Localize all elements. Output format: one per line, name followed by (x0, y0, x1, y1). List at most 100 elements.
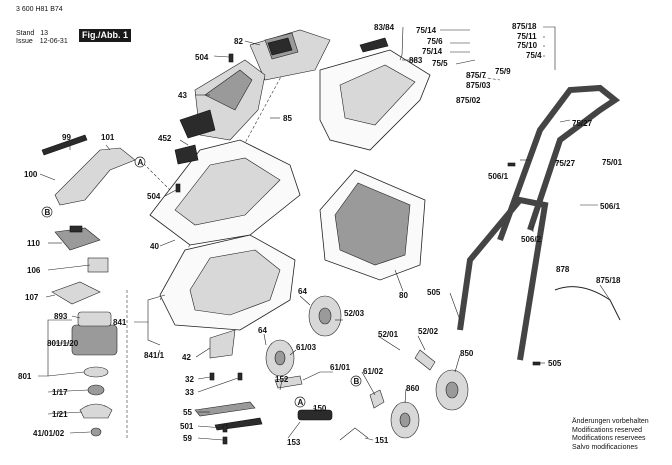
label-33: 33 (185, 388, 194, 397)
part-labels: 82 504 43 85 452 504 40 83/84 883 80 75/… (18, 22, 623, 447)
label-504b: 504 (147, 192, 161, 201)
label-875-18a: 875/18 (512, 22, 537, 31)
label-75-10: 75/10 (517, 41, 538, 50)
label-841-1: 841/1 (144, 351, 165, 360)
note-fr: Modifications reservees (572, 435, 646, 443)
label-75-27a: 75/27 (572, 119, 593, 128)
label-61-01: 61/01 (330, 363, 351, 372)
marker-a2-label: A (298, 398, 304, 407)
marker-a (134, 156, 146, 168)
part-lid (249, 29, 331, 81)
label-151: 151 (375, 436, 389, 445)
label-801-1-20: 801/1/20 (47, 339, 79, 348)
reference-markers: A B A B (41, 156, 362, 408)
label-61-03: 61/03 (296, 343, 317, 352)
label-860: 860 (406, 384, 420, 393)
marker-b (41, 206, 53, 218)
label-52-01: 52/01 (378, 330, 399, 339)
label-55: 55 (183, 408, 192, 417)
label-75-5: 75/5 (432, 59, 448, 68)
marker-b2-label: B (354, 377, 360, 386)
part-handle (457, 84, 621, 361)
label-107: 107 (25, 293, 39, 302)
label-99: 99 (62, 133, 71, 142)
label-878: 878 (556, 265, 570, 274)
label-501: 501 (180, 422, 194, 431)
label-75-6: 75/6 (427, 37, 443, 46)
label-452: 452 (158, 134, 172, 143)
label-101: 101 (101, 133, 115, 142)
part-wheels (265, 295, 469, 439)
part-grassbox-lid (319, 37, 431, 151)
label-75-14b: 75/14 (422, 47, 443, 56)
label-43: 43 (178, 91, 187, 100)
figure-badge: Fig./Abb. 1 (79, 29, 131, 42)
label-1-17: 1/17 (52, 388, 68, 397)
label-850: 850 (460, 349, 474, 358)
label-506-2: 506/2 (521, 235, 542, 244)
part-blade-and-springs (194, 329, 436, 441)
issue-value: 12-06-31 (39, 38, 68, 45)
label-80: 80 (399, 291, 408, 300)
label-75-9: 75/9 (495, 67, 511, 76)
label-505b: 505 (548, 359, 562, 368)
stand-label: Stand (16, 30, 35, 37)
part-screws (175, 53, 541, 445)
label-153: 153 (287, 438, 301, 447)
label-41-01-02: 41/01/02 (33, 429, 65, 438)
label-152: 152 (275, 375, 289, 384)
label-42: 42 (182, 353, 191, 362)
label-83-84: 83/84 (374, 23, 395, 32)
label-32: 32 (185, 375, 194, 384)
label-506-1a: 506/1 (488, 172, 509, 181)
label-52-03: 52/03 (344, 309, 365, 318)
header-block: 3 600 H81 B74 (16, 5, 63, 14)
label-59: 59 (183, 434, 192, 443)
marker-a-2 (294, 396, 306, 408)
label-75-27b: 75/27 (555, 159, 576, 168)
label-110: 110 (27, 239, 40, 248)
label-64b: 64 (258, 326, 267, 335)
label-40: 40 (150, 242, 159, 251)
label-75-01: 75/01 (602, 158, 623, 167)
label-801: 801 (18, 372, 32, 381)
label-505a: 505 (427, 288, 441, 297)
part-number: 3 600 H81 B74 (16, 6, 63, 13)
note-de: Änderungen vorbehalten (572, 418, 649, 425)
label-150: 150 (313, 404, 327, 413)
part-motor-stack (71, 311, 118, 437)
issue-label: Issue (16, 38, 33, 45)
label-875-02: 875/02 (456, 96, 481, 105)
part-upper-housing (149, 139, 301, 246)
label-100: 100 (24, 170, 38, 179)
label-52-02: 52/02 (418, 327, 439, 336)
label-75-11: 75/11 (517, 32, 537, 41)
stand-value: 13 (40, 30, 49, 37)
revision-notes: Änderungen vorbehalten Modifications res… (572, 418, 649, 452)
label-841a: 841 (113, 318, 127, 327)
label-61-02: 61/02 (363, 367, 384, 376)
part-cover (179, 59, 266, 141)
label-504a: 504 (195, 53, 209, 62)
marker-b-2 (350, 375, 362, 387)
label-1-21: 1/21 (52, 410, 68, 419)
marker-a-label: A (138, 158, 144, 167)
leader-lines (38, 26, 611, 441)
part-lever (41, 134, 136, 206)
part-grassbox (319, 169, 426, 281)
part-chassis (159, 234, 296, 331)
label-75-4: 75/4 (526, 51, 542, 60)
label-506-1b: 506/1 (600, 202, 621, 211)
label-875-18b: 875/18 (596, 276, 621, 285)
issue-row: Issue 12-06-31 (16, 37, 68, 46)
label-75-14a: 75/14 (416, 26, 437, 35)
label-875-7: 875/7 (466, 71, 487, 80)
label-883: 883 (409, 56, 423, 65)
stand-row: Stand 13 (16, 29, 48, 38)
label-85: 85 (283, 114, 292, 123)
label-893: 893 (54, 312, 68, 321)
label-875-03: 875/03 (466, 81, 491, 90)
part-switch-boxes (51, 225, 109, 305)
label-106: 106 (27, 266, 41, 275)
